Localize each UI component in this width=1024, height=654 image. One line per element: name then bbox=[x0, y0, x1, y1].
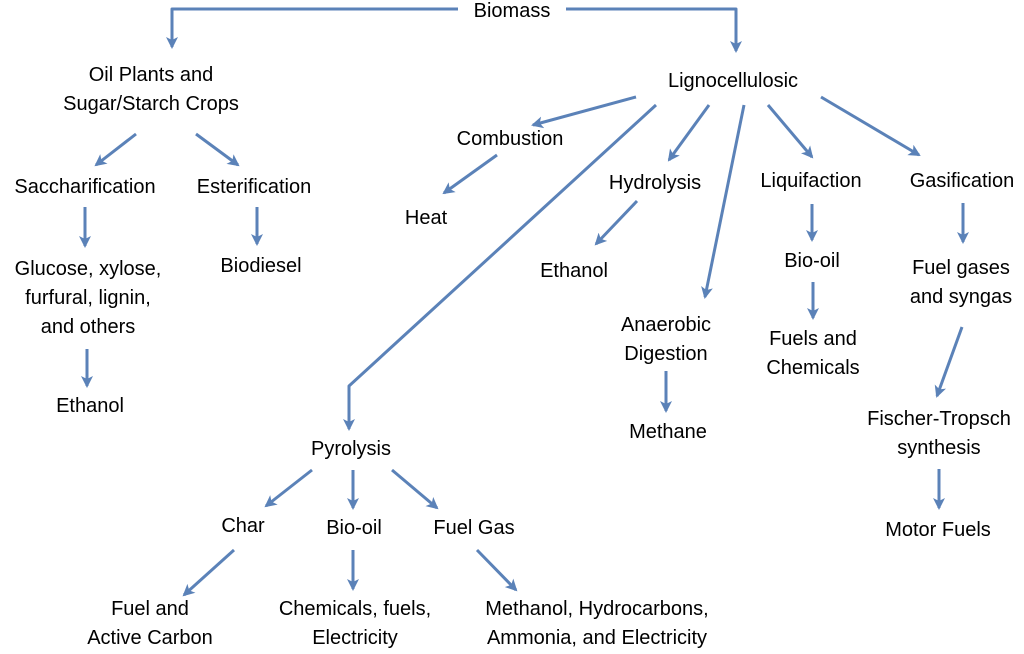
node-oil-plants: Oil Plants and Sugar/Starch Crops bbox=[63, 61, 239, 119]
node-label: Active Carbon bbox=[87, 627, 213, 649]
arrow-hydrolysis-to-ethanol-hydrolysis bbox=[594, 199, 639, 246]
node-fuels-chemicals: Fuels and Chemicals bbox=[766, 325, 859, 383]
node-label: synthesis bbox=[897, 437, 981, 459]
arrow-fuel-gases-to-fischer bbox=[934, 326, 964, 398]
node-label: Esterification bbox=[196, 176, 312, 198]
node-label: and syngas bbox=[909, 286, 1013, 308]
node-label: Gasification bbox=[909, 170, 1015, 192]
arrow-biomass-to-lignocellulosic bbox=[566, 7, 742, 53]
node-liquifaction: Liquifaction bbox=[760, 167, 861, 196]
arrow-lignocellulosic-to-pyrolysis bbox=[343, 103, 658, 431]
node-label: Chemicals, fuels, bbox=[278, 598, 432, 620]
node-combustion: Combustion bbox=[457, 125, 564, 154]
node-fuel-gas: Fuel Gas bbox=[433, 514, 514, 543]
node-chemicals-fuels: Chemicals, fuels, Electricity bbox=[279, 595, 431, 653]
arrow-pyrolysis-to-fuel-gas bbox=[391, 468, 439, 510]
node-lignocellulosic: Lignocellulosic bbox=[668, 67, 798, 96]
arrow-oil-plants-to-saccharification bbox=[94, 132, 137, 167]
node-label: Fuels and bbox=[769, 328, 857, 350]
node-saccharification: Saccharification bbox=[14, 173, 155, 202]
node-fischer-tropsch: Fischer-Tropsch synthesis bbox=[867, 405, 1011, 463]
node-label: Oil Plants and bbox=[88, 64, 214, 86]
node-label: Glucose, xylose, bbox=[14, 258, 162, 280]
node-label: Saccharification bbox=[14, 176, 156, 198]
node-label: Digestion bbox=[624, 343, 708, 365]
node-pyrolysis: Pyrolysis bbox=[311, 435, 391, 464]
node-label: Biomass bbox=[473, 0, 551, 22]
node-label: Biodiesel bbox=[220, 255, 302, 277]
node-label: Fuel and bbox=[111, 598, 189, 620]
node-label: Methanol, Hydrocarbons, bbox=[485, 598, 709, 620]
node-bio-oil-pyrolysis: Bio-oil bbox=[326, 514, 382, 543]
node-methanol: Methanol, Hydrocarbons, Ammonia, and Ele… bbox=[485, 595, 708, 653]
node-label: Liquifaction bbox=[760, 170, 862, 192]
node-gasification: Gasification bbox=[910, 167, 1015, 196]
node-label: Heat bbox=[404, 207, 448, 229]
node-label: Ethanol bbox=[56, 395, 124, 417]
arrow-combustion-to-heat bbox=[442, 153, 498, 195]
arrow-biomass-to-oil-plants bbox=[166, 7, 458, 49]
node-label: Fischer-Tropsch bbox=[867, 408, 1011, 430]
node-biodiesel: Biodiesel bbox=[220, 252, 301, 281]
node-ethanol-sugar: Ethanol bbox=[56, 392, 124, 421]
node-esterification: Esterification bbox=[197, 173, 312, 202]
node-label: Electricity bbox=[312, 627, 398, 649]
node-anaerobic: Anaerobic Digestion bbox=[621, 311, 711, 369]
node-label: Lignocellulosic bbox=[667, 70, 799, 92]
node-label: Anaerobic bbox=[620, 314, 712, 336]
node-biomass: Biomass bbox=[474, 0, 551, 26]
node-label: Fuel gases bbox=[912, 257, 1010, 279]
node-label: Fuel Gas bbox=[433, 517, 515, 539]
node-methane: Methane bbox=[629, 418, 707, 447]
node-label: Sugar/Starch Crops bbox=[63, 93, 239, 115]
node-heat: Heat bbox=[405, 204, 447, 233]
arrow-char-to-fuel-carbon bbox=[182, 548, 236, 597]
node-label: Bio-oil bbox=[326, 517, 382, 539]
arrow-pyrolysis-to-char bbox=[264, 468, 313, 508]
node-label: furfural, lignin, bbox=[25, 287, 151, 309]
arrow-fuel-gas-to-methanol bbox=[475, 548, 518, 592]
arrow-lignocellulosic-to-hydrolysis bbox=[667, 104, 711, 162]
node-label: Pyrolysis bbox=[310, 438, 392, 460]
node-label: Char bbox=[221, 515, 265, 537]
node-label: Ammonia, and Electricity bbox=[486, 627, 708, 649]
node-label: Hydrolysis bbox=[608, 172, 702, 194]
node-ethanol-hydrolysis: Ethanol bbox=[540, 257, 608, 286]
node-label: Combustion bbox=[456, 128, 564, 150]
node-fuel-gases: Fuel gases and syngas bbox=[910, 254, 1012, 312]
arrow-lignocellulosic-to-liquifaction bbox=[766, 104, 814, 159]
node-label: Motor Fuels bbox=[885, 519, 991, 541]
arrow-lignocellulosic-to-combustion bbox=[531, 95, 637, 129]
arrow-lignocellulosic-to-anaerobic bbox=[701, 104, 746, 299]
arrow-oil-plants-to-esterification bbox=[195, 132, 240, 167]
node-label: Ethanol bbox=[540, 260, 608, 282]
node-glucose: Glucose, xylose, furfural, lignin, and o… bbox=[15, 255, 162, 342]
node-label: and others bbox=[40, 316, 136, 338]
node-motor-fuels: Motor Fuels bbox=[885, 516, 991, 545]
node-hydrolysis: Hydrolysis bbox=[609, 169, 701, 198]
node-label: Methane bbox=[629, 421, 707, 443]
node-label: Bio-oil bbox=[784, 250, 840, 272]
node-char: Char bbox=[221, 512, 264, 541]
node-bio-oil-liquifaction: Bio-oil bbox=[784, 247, 840, 276]
arrow-lignocellulosic-to-gasification bbox=[820, 95, 921, 157]
node-fuel-carbon: Fuel and Active Carbon bbox=[87, 595, 213, 653]
node-label: Chemicals bbox=[766, 357, 860, 379]
